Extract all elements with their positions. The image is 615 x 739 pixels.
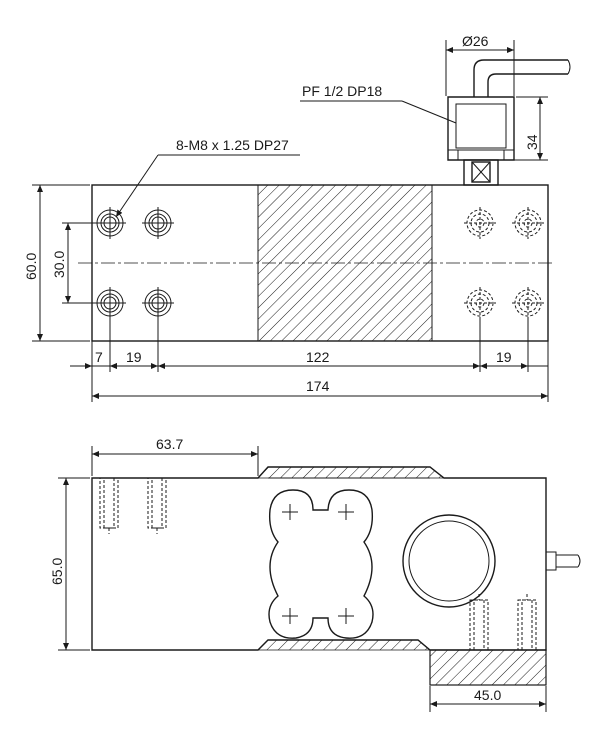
hole-left-3 — [94, 287, 126, 319]
center-span-text: 122 — [306, 349, 330, 365]
dim-offset — [91, 446, 259, 476]
dim-hole-spacing-v — [62, 222, 96, 304]
edge-offset-text: 7 — [95, 349, 103, 365]
side-top-hatch — [257, 466, 446, 479]
binocular-cutout — [268, 489, 374, 639]
side-foot — [429, 649, 547, 686]
hole-spacing-v-text: 30.0 — [51, 251, 67, 278]
offset-dim-text: 63.7 — [156, 436, 183, 452]
dim-height-total — [32, 184, 90, 342]
hole-right-4 — [512, 287, 544, 319]
dim-side-height — [58, 477, 90, 651]
hole-spacing-left-text: 19 — [126, 349, 142, 365]
fitting-thread-text: PF 1/2 DP18 — [302, 83, 382, 99]
foot-dim-text: 45.0 — [474, 687, 501, 703]
leader-thread-holes — [115, 154, 300, 218]
thread-holes-text: 8-M8 x 1.25 DP27 — [176, 137, 289, 153]
side-bottom-hatch — [257, 639, 432, 651]
right-holes — [464, 207, 544, 319]
side-hidden-holes-left — [99, 477, 167, 534]
side-cable-stub — [545, 551, 581, 571]
side-hidden-holes-right — [469, 594, 537, 651]
top-view: Ø26 PF 1/2 DP18 34 8-M8 x 1.25 DP27 60.0 — [23, 33, 571, 402]
hole-spacing-right-text: 19 — [496, 349, 512, 365]
leader-fitting-thread — [300, 100, 457, 124]
dim-fitting-height — [500, 96, 548, 161]
height-total-text: 60.0 — [23, 253, 39, 280]
gauge-bore-inner — [408, 520, 490, 602]
hole-left-2 — [142, 207, 174, 239]
hole-left-4 — [142, 287, 174, 319]
hole-left-1 — [94, 207, 126, 239]
side-body-outline — [91, 466, 547, 651]
fitting-diameter-text: Ø26 — [462, 33, 489, 49]
hole-right-2 — [512, 207, 544, 239]
cutout-crosses — [282, 504, 354, 624]
dim-chain-bottom — [70, 318, 549, 402]
length-total-text: 174 — [306, 378, 330, 394]
gauge-bore-outer — [402, 514, 496, 608]
dim-foot — [429, 686, 547, 712]
hole-right-3 — [464, 287, 496, 319]
cable-fitting — [447, 59, 571, 186]
side-view: 63.7 65.0 45.0 — [49, 436, 581, 712]
fitting-height-text: 34 — [524, 134, 540, 150]
left-holes — [94, 207, 174, 319]
dim-fitting-diameter — [445, 40, 515, 96]
side-height-text: 65.0 — [49, 558, 65, 585]
hole-right-1 — [464, 207, 496, 239]
